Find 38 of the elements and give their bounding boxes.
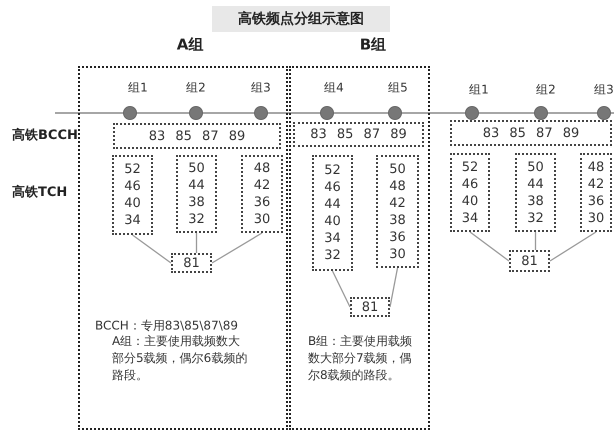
group-label: 组2	[536, 82, 556, 98]
group-label: 组1	[469, 82, 489, 98]
group-label: 组2	[186, 80, 206, 96]
note-text: B组：主要使用载频数大部分7载频，偶尔8载频的路段。	[308, 333, 414, 384]
row-label: 高铁BCCH	[12, 126, 78, 144]
group-heading: B组	[360, 36, 386, 54]
note-text: A组：主要使用载频数大部分5载频，偶尔6载频的路段。	[112, 333, 248, 384]
tch-box: 52 46 40 34	[450, 153, 490, 232]
group-label: 组4	[324, 80, 344, 96]
tch-box: 50 44 38 32	[176, 155, 217, 233]
group-heading: A组	[176, 36, 204, 54]
connector-line	[534, 232, 536, 250]
tch-box: 52 46 44 40 34 32	[312, 155, 353, 271]
tch-box: 52 46 40 34	[112, 155, 153, 235]
connector-line	[470, 231, 510, 262]
note-text: BCCH：专用83\85\87\89	[95, 318, 238, 334]
connector-line	[550, 231, 596, 262]
bcch-box: 83 85 87 89	[113, 123, 281, 149]
bcch-box: 83 85 87 89	[450, 120, 612, 146]
connector-line	[389, 268, 398, 308]
connector-line	[132, 234, 172, 264]
channel-box: 81	[350, 297, 390, 317]
group-label: 组1	[128, 80, 148, 96]
connector-line	[212, 232, 262, 264]
tch-box: 50 48 42 38 36 30	[376, 155, 419, 268]
tch-box: 48 42 36 30	[580, 153, 612, 232]
tch-box: 50 44 38 32	[515, 153, 556, 232]
connector-line	[332, 270, 351, 308]
channel-box: 81	[171, 253, 212, 273]
row-label: 高铁TCH	[12, 184, 68, 201]
group-label: 组5	[388, 80, 408, 96]
channel-box: 81	[509, 250, 550, 272]
group-label: 组3	[594, 82, 614, 98]
connector-line	[196, 233, 198, 253]
group-label: 组3	[251, 80, 271, 96]
tch-box: 48 42 36 30	[241, 155, 283, 233]
title: 高铁频点分组示意图	[212, 6, 390, 32]
bcch-box: 83 85 87 89	[293, 122, 424, 147]
